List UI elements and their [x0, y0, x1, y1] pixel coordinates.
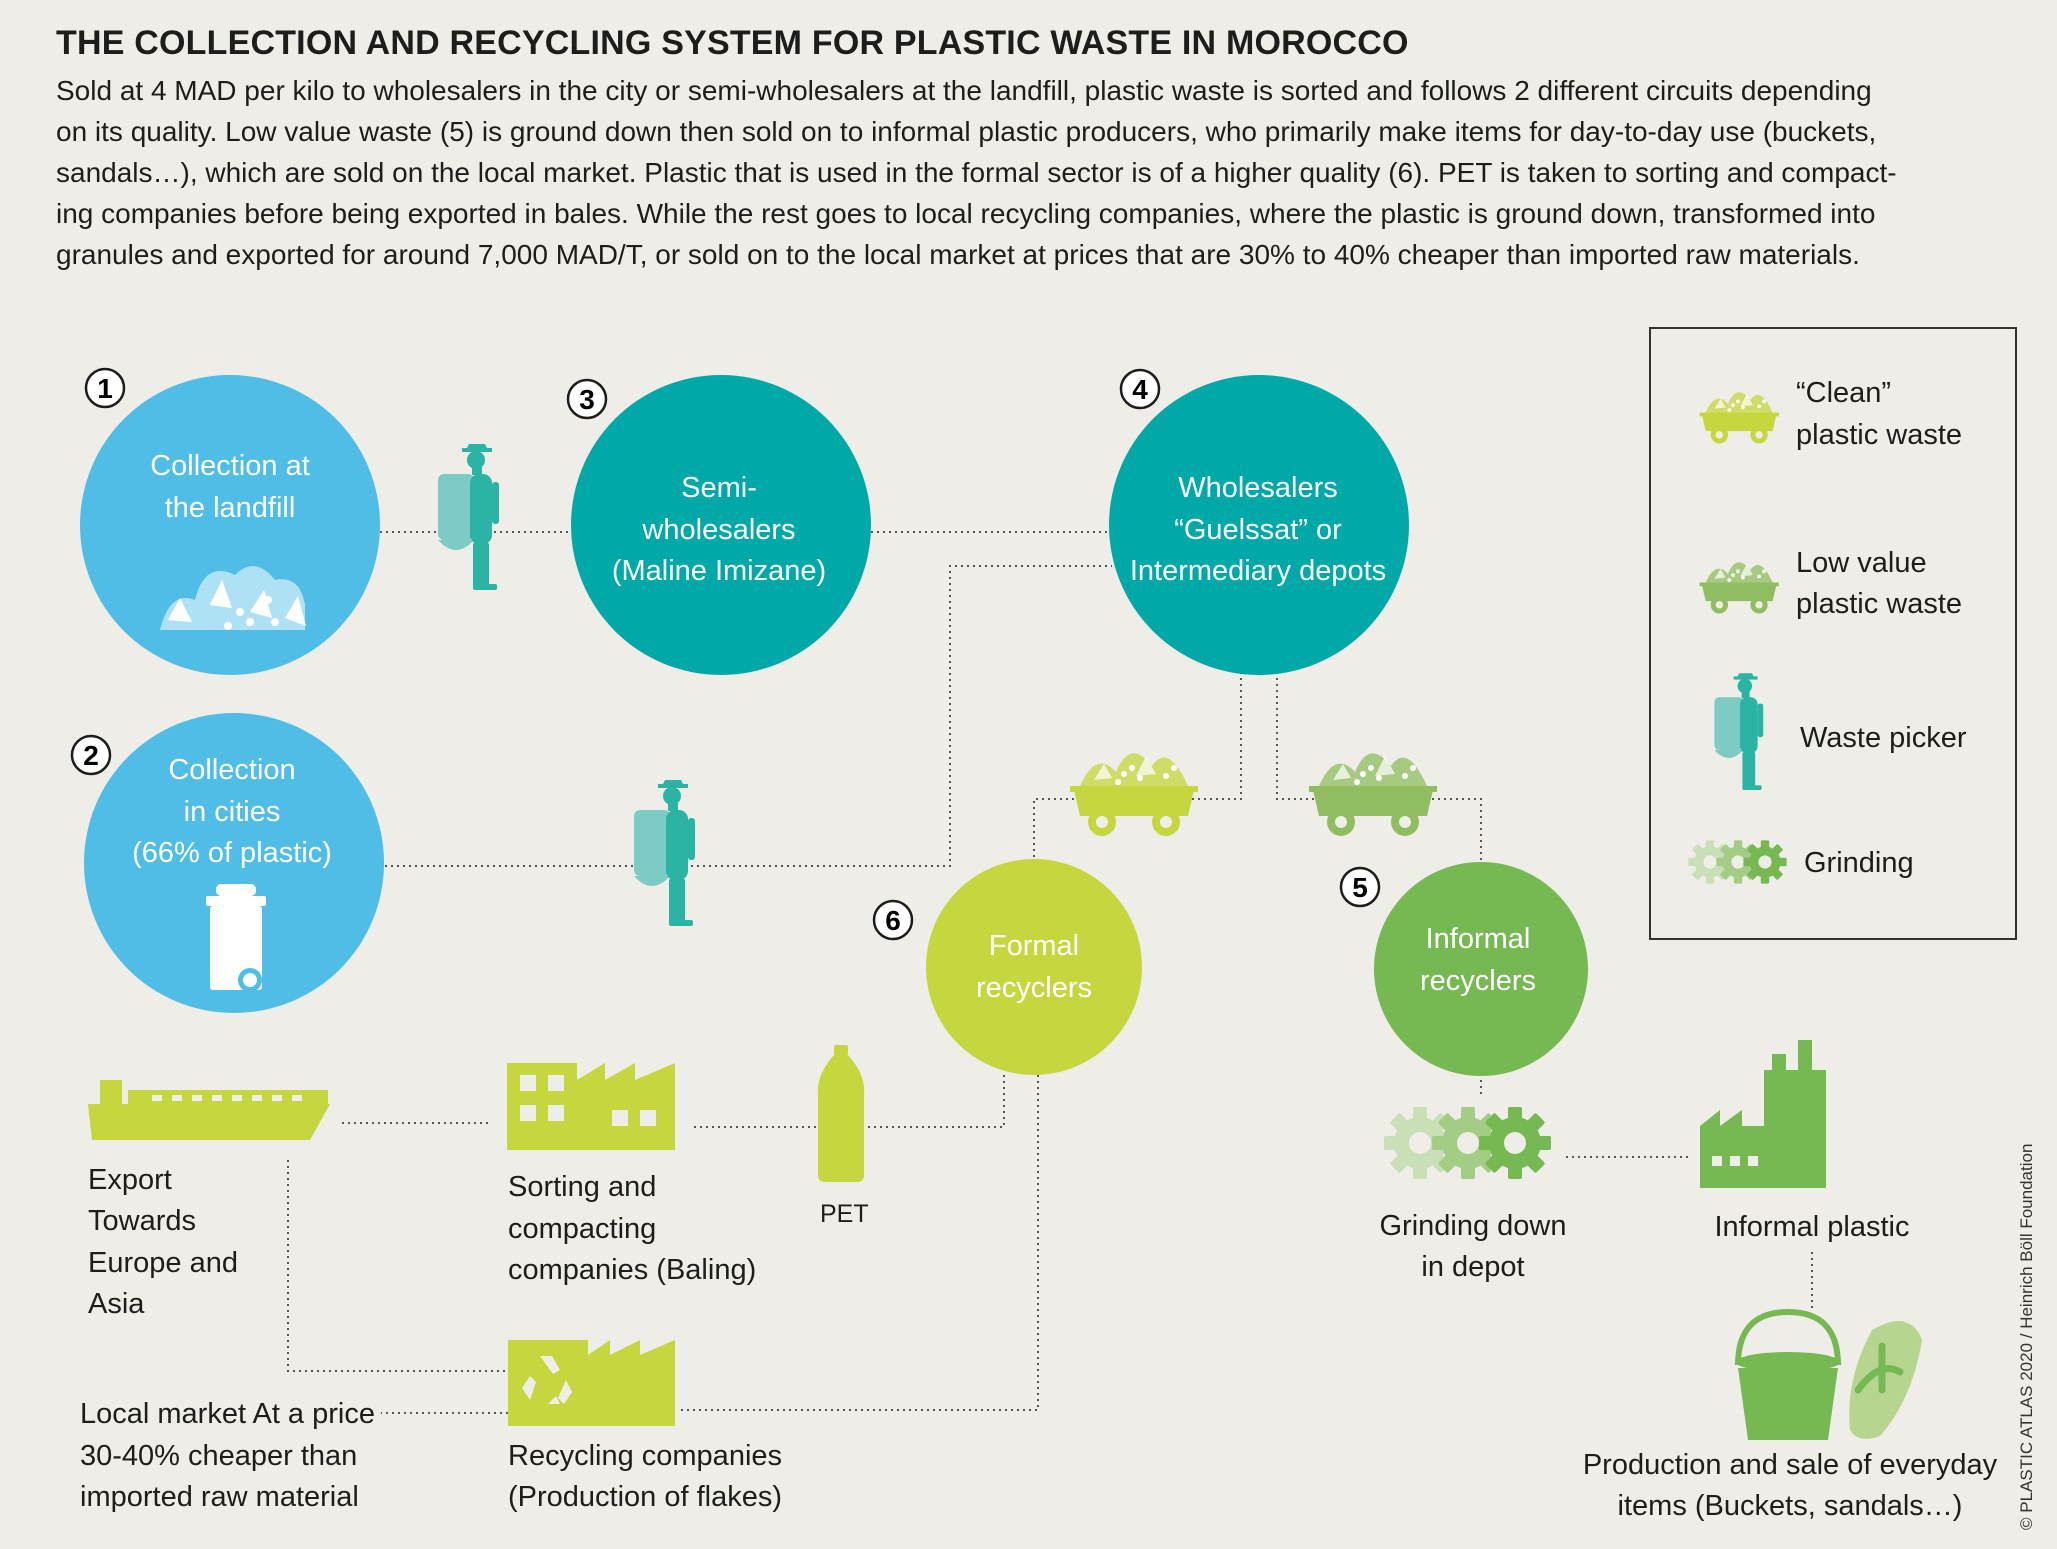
- node-6-label-line: recyclers: [976, 972, 1092, 1004]
- credit-line: © PLASTIC ATLAS 2020 / Heinrich Böll Fou…: [2017, 1143, 2036, 1530]
- intro-line: sandals…), which are sold on the local m…: [56, 157, 1897, 188]
- node-4-label-line: Intermediary depots: [1130, 555, 1386, 587]
- recycling-label-line: Recycling companies: [508, 1440, 782, 1472]
- connector-export-recycling: [287, 1160, 508, 1372]
- badge-3: 3: [566, 378, 608, 420]
- low-value-waste-cart-icon: [1309, 753, 1437, 836]
- node-1-label-line: the landfill: [165, 492, 296, 524]
- local-market-label-line: 30-40% cheaper than: [80, 1440, 357, 1472]
- badge-2: 2: [70, 734, 112, 776]
- svg-text:5: 5: [1352, 872, 1368, 903]
- infographic-title: THE COLLECTION AND RECYCLING SYSTEM FOR …: [56, 24, 1409, 62]
- legend-grinding-icon: [1688, 840, 1787, 884]
- node-5-label-line: recyclers: [1420, 965, 1536, 997]
- badge-1: 1: [84, 367, 126, 409]
- legend-waste-picker-icon: [1714, 673, 1764, 790]
- cargo-ship-icon: [88, 1080, 330, 1140]
- export-label-line: Europe and: [88, 1247, 238, 1279]
- svg-text:1: 1: [97, 373, 113, 404]
- badge-6: 6: [872, 899, 914, 941]
- legend-label-line: Waste picker: [1800, 722, 1967, 754]
- intro-line: granules and exported for around 7,000 M…: [56, 239, 1860, 270]
- node-wholesalers: [1109, 375, 1409, 675]
- connector-4-formal: [1033, 666, 1242, 860]
- node-formal-recyclers: [926, 859, 1142, 1075]
- recycling-label-line: (Production of flakes): [508, 1481, 782, 1513]
- intro-line: on its quality. Low value waste (5) is g…: [56, 116, 1877, 147]
- grinding-depot-label-line: Grinding down: [1380, 1210, 1567, 1242]
- node-6-label-line: Formal: [989, 930, 1079, 962]
- node-collection-landfill: [80, 375, 380, 675]
- node-2-label-line: (66% of plastic): [132, 837, 332, 869]
- informal-plastic-label: Informal plastic: [1714, 1211, 1909, 1243]
- svg-text:4: 4: [1132, 374, 1148, 405]
- svg-text:3: 3: [579, 384, 595, 415]
- waste-picker-icon: [634, 780, 695, 926]
- node-2-label-line: Collection: [168, 754, 295, 786]
- local-market-label-line: Local market At a price: [80, 1398, 375, 1430]
- clean-waste-cart-icon: [1070, 753, 1198, 836]
- landfill-pile-icon: [160, 566, 306, 630]
- legend-box: [1649, 327, 2017, 940]
- node-informal-recyclers: [1374, 862, 1588, 1076]
- pet-bottle-icon: [817, 1045, 865, 1182]
- node-4-label-line: Wholesalers: [1178, 472, 1338, 504]
- legend-label-line: “Clean”: [1796, 377, 1891, 409]
- waste-picker-icon: [438, 444, 499, 590]
- recycling-factory-icon: [508, 1340, 675, 1426]
- grinding-depot-label-line: in depot: [1421, 1251, 1524, 1283]
- intro-line: ing companies before being exported in b…: [56, 198, 1876, 229]
- legend: “Clean” plastic waste Low value plastic …: [1649, 327, 2017, 940]
- sorting-label-line: compacting: [508, 1213, 656, 1245]
- legend-label-line: Low value: [1796, 547, 1927, 579]
- sandal-icon: [1849, 1321, 1922, 1439]
- bucket-icon: [1735, 1308, 1841, 1440]
- node-semi-wholesalers: [571, 375, 871, 675]
- export-label-line: Asia: [88, 1288, 145, 1320]
- sorting-factory-icon: [507, 1063, 675, 1150]
- production-label-line: Production and sale of everyday: [1583, 1449, 1998, 1481]
- svg-text:2: 2: [83, 740, 99, 771]
- local-market-label-line: imported raw material: [80, 1481, 359, 1513]
- intro-line: Sold at 4 MAD per kilo to wholesalers in…: [56, 75, 1872, 106]
- legend-low-value-cart-icon: [1699, 562, 1779, 614]
- sorting-label-line: companies (Baling): [508, 1254, 756, 1286]
- node-5-label-line: Informal: [1426, 923, 1531, 955]
- export-label-line: Towards: [88, 1205, 196, 1237]
- badge-5: 5: [1339, 866, 1381, 908]
- node-2-label-line: in cities: [184, 796, 281, 828]
- legend-clean-cart-icon: [1699, 392, 1779, 444]
- export-label-line: Export: [88, 1164, 172, 1196]
- node-collection-cities: [84, 713, 384, 1013]
- node-4-label-line: “Guelssat” or: [1174, 514, 1342, 546]
- node-3-label-line: wholesalers: [641, 514, 795, 546]
- pet-label: PET: [820, 1200, 869, 1228]
- legend-label-line: plastic waste: [1796, 419, 1962, 451]
- legend-label-line: plastic waste: [1796, 588, 1962, 620]
- node-3-label-line: Semi-: [681, 472, 757, 504]
- legend-label-line: Grinding: [1804, 847, 1914, 879]
- production-label-line: items (Buckets, sandals…): [1618, 1490, 1963, 1522]
- node-1-label-line: Collection at: [150, 450, 310, 482]
- informal-plastic-factory-icon: [1700, 1040, 1826, 1188]
- connector-formal-sorting: [692, 1075, 1005, 1128]
- trash-bin-icon: [206, 884, 266, 992]
- svg-text:6: 6: [885, 905, 901, 936]
- intro-text: Sold at 4 MAD per kilo to wholesalers in…: [56, 70, 2006, 275]
- node-3-label-line: (Maline Imizane): [612, 555, 826, 587]
- badge-4: 4: [1119, 368, 1161, 410]
- grinding-gears-icon: [1384, 1107, 1551, 1179]
- sorting-label-line: Sorting and: [508, 1171, 656, 1203]
